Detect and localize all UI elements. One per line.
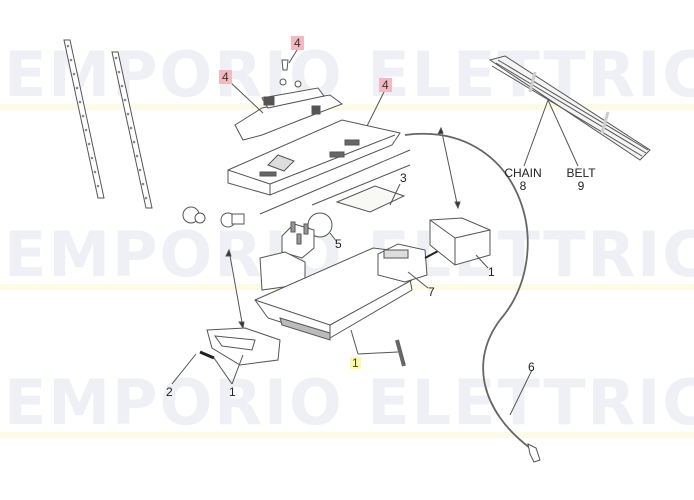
leader-6 [509,369,533,416]
leader-1-lens-a [213,357,233,385]
chain-label-number: 8 [519,179,527,193]
lens-cover [206,327,281,366]
hanger-strap-left [63,39,105,199]
terminal-cover-box [429,217,491,266]
main-housing [254,247,413,341]
power-plug [527,443,541,463]
circuit-board [335,185,406,213]
motor-mount-block [259,251,306,291]
transformer [377,243,441,283]
leader-1-screw-a [350,329,359,355]
callout-7: 7 [428,285,435,299]
callout-4-plate: 4 [379,78,392,92]
callout-1-lens: 1 [229,385,236,399]
callout-5: 5 [335,237,342,251]
callout-1-box: 1 [488,265,495,279]
long-screw [395,339,406,367]
watermark-band-1 [0,104,694,110]
belt-label-number: 9 [577,179,585,193]
callout-4-bracket: 4 [219,70,232,84]
leader-5 [329,232,338,243]
callout-6: 6 [528,360,535,374]
chain-label: CHAIN 8 [500,167,546,192]
watermark-row-3: EMPORIO ELETTRICO [4,366,694,439]
callout-1-screw: 1 [350,356,361,370]
leader-2 [171,353,197,385]
leader-4b [229,81,264,114]
top-bracket [234,59,344,141]
guide-line [259,149,411,215]
leader-7 [407,271,429,289]
belt-label: BELT 9 [562,167,600,192]
hanger-strap-right [111,51,153,209]
leader-1-screw-b [357,351,399,355]
leader-4a [288,49,298,64]
watermark-band-3 [0,432,694,438]
leader-chain [523,99,549,167]
power-cord [404,132,531,449]
assembly-arrow-left [225,248,245,330]
bulb-socket [220,212,245,228]
spring [199,350,215,360]
leader-1-box [475,254,489,269]
chain-label-name: CHAIN [504,166,542,180]
leader-4c [364,91,385,131]
callout-2: 2 [166,385,173,399]
base-plate [227,119,401,196]
rail-track [488,55,651,161]
belt-label-name: BELT [566,166,596,180]
guide-line-2 [311,164,411,206]
callout-3: 3 [400,171,407,185]
leader-1-lens-b [231,354,244,385]
leader-belt [547,99,579,167]
motor-gear [281,212,333,259]
assembly-arrow-right [437,126,461,210]
callout-4-screw: 4 [291,36,304,50]
leader-3 [389,183,401,206]
light-bulb [182,206,206,224]
